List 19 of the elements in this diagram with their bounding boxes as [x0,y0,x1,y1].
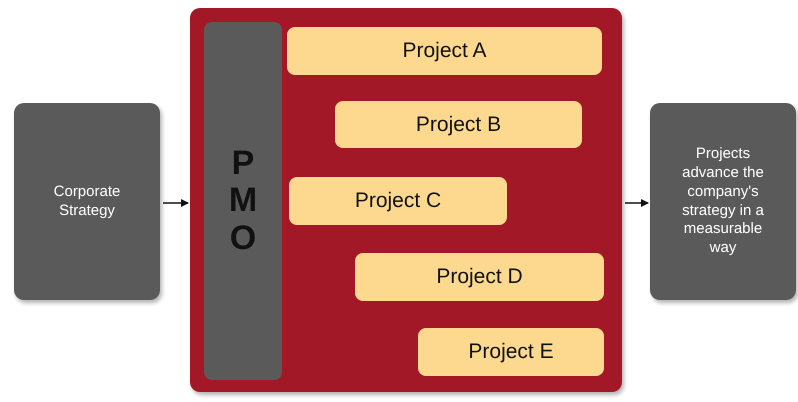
project-box [355,253,604,301]
process-box [14,103,160,300]
project-box [335,101,582,148]
node-label: Project C [354,189,442,213]
project-box [289,177,507,225]
node-label: Project B [416,112,502,136]
node-label: Project D [436,265,523,289]
node-label: Project A [402,39,487,63]
node-label: PMO [228,144,258,258]
process-box [650,103,796,300]
container-box [190,8,622,392]
node-label: Projects advance the company's strategy in a measurable way [681,145,765,258]
project-box [287,27,602,75]
arrow [163,199,189,207]
node-label: Corporate Strategy [52,182,122,220]
arrow [625,199,649,207]
project-box [418,328,604,376]
node-label: Project E [468,340,554,364]
pmo-bar [204,22,282,380]
